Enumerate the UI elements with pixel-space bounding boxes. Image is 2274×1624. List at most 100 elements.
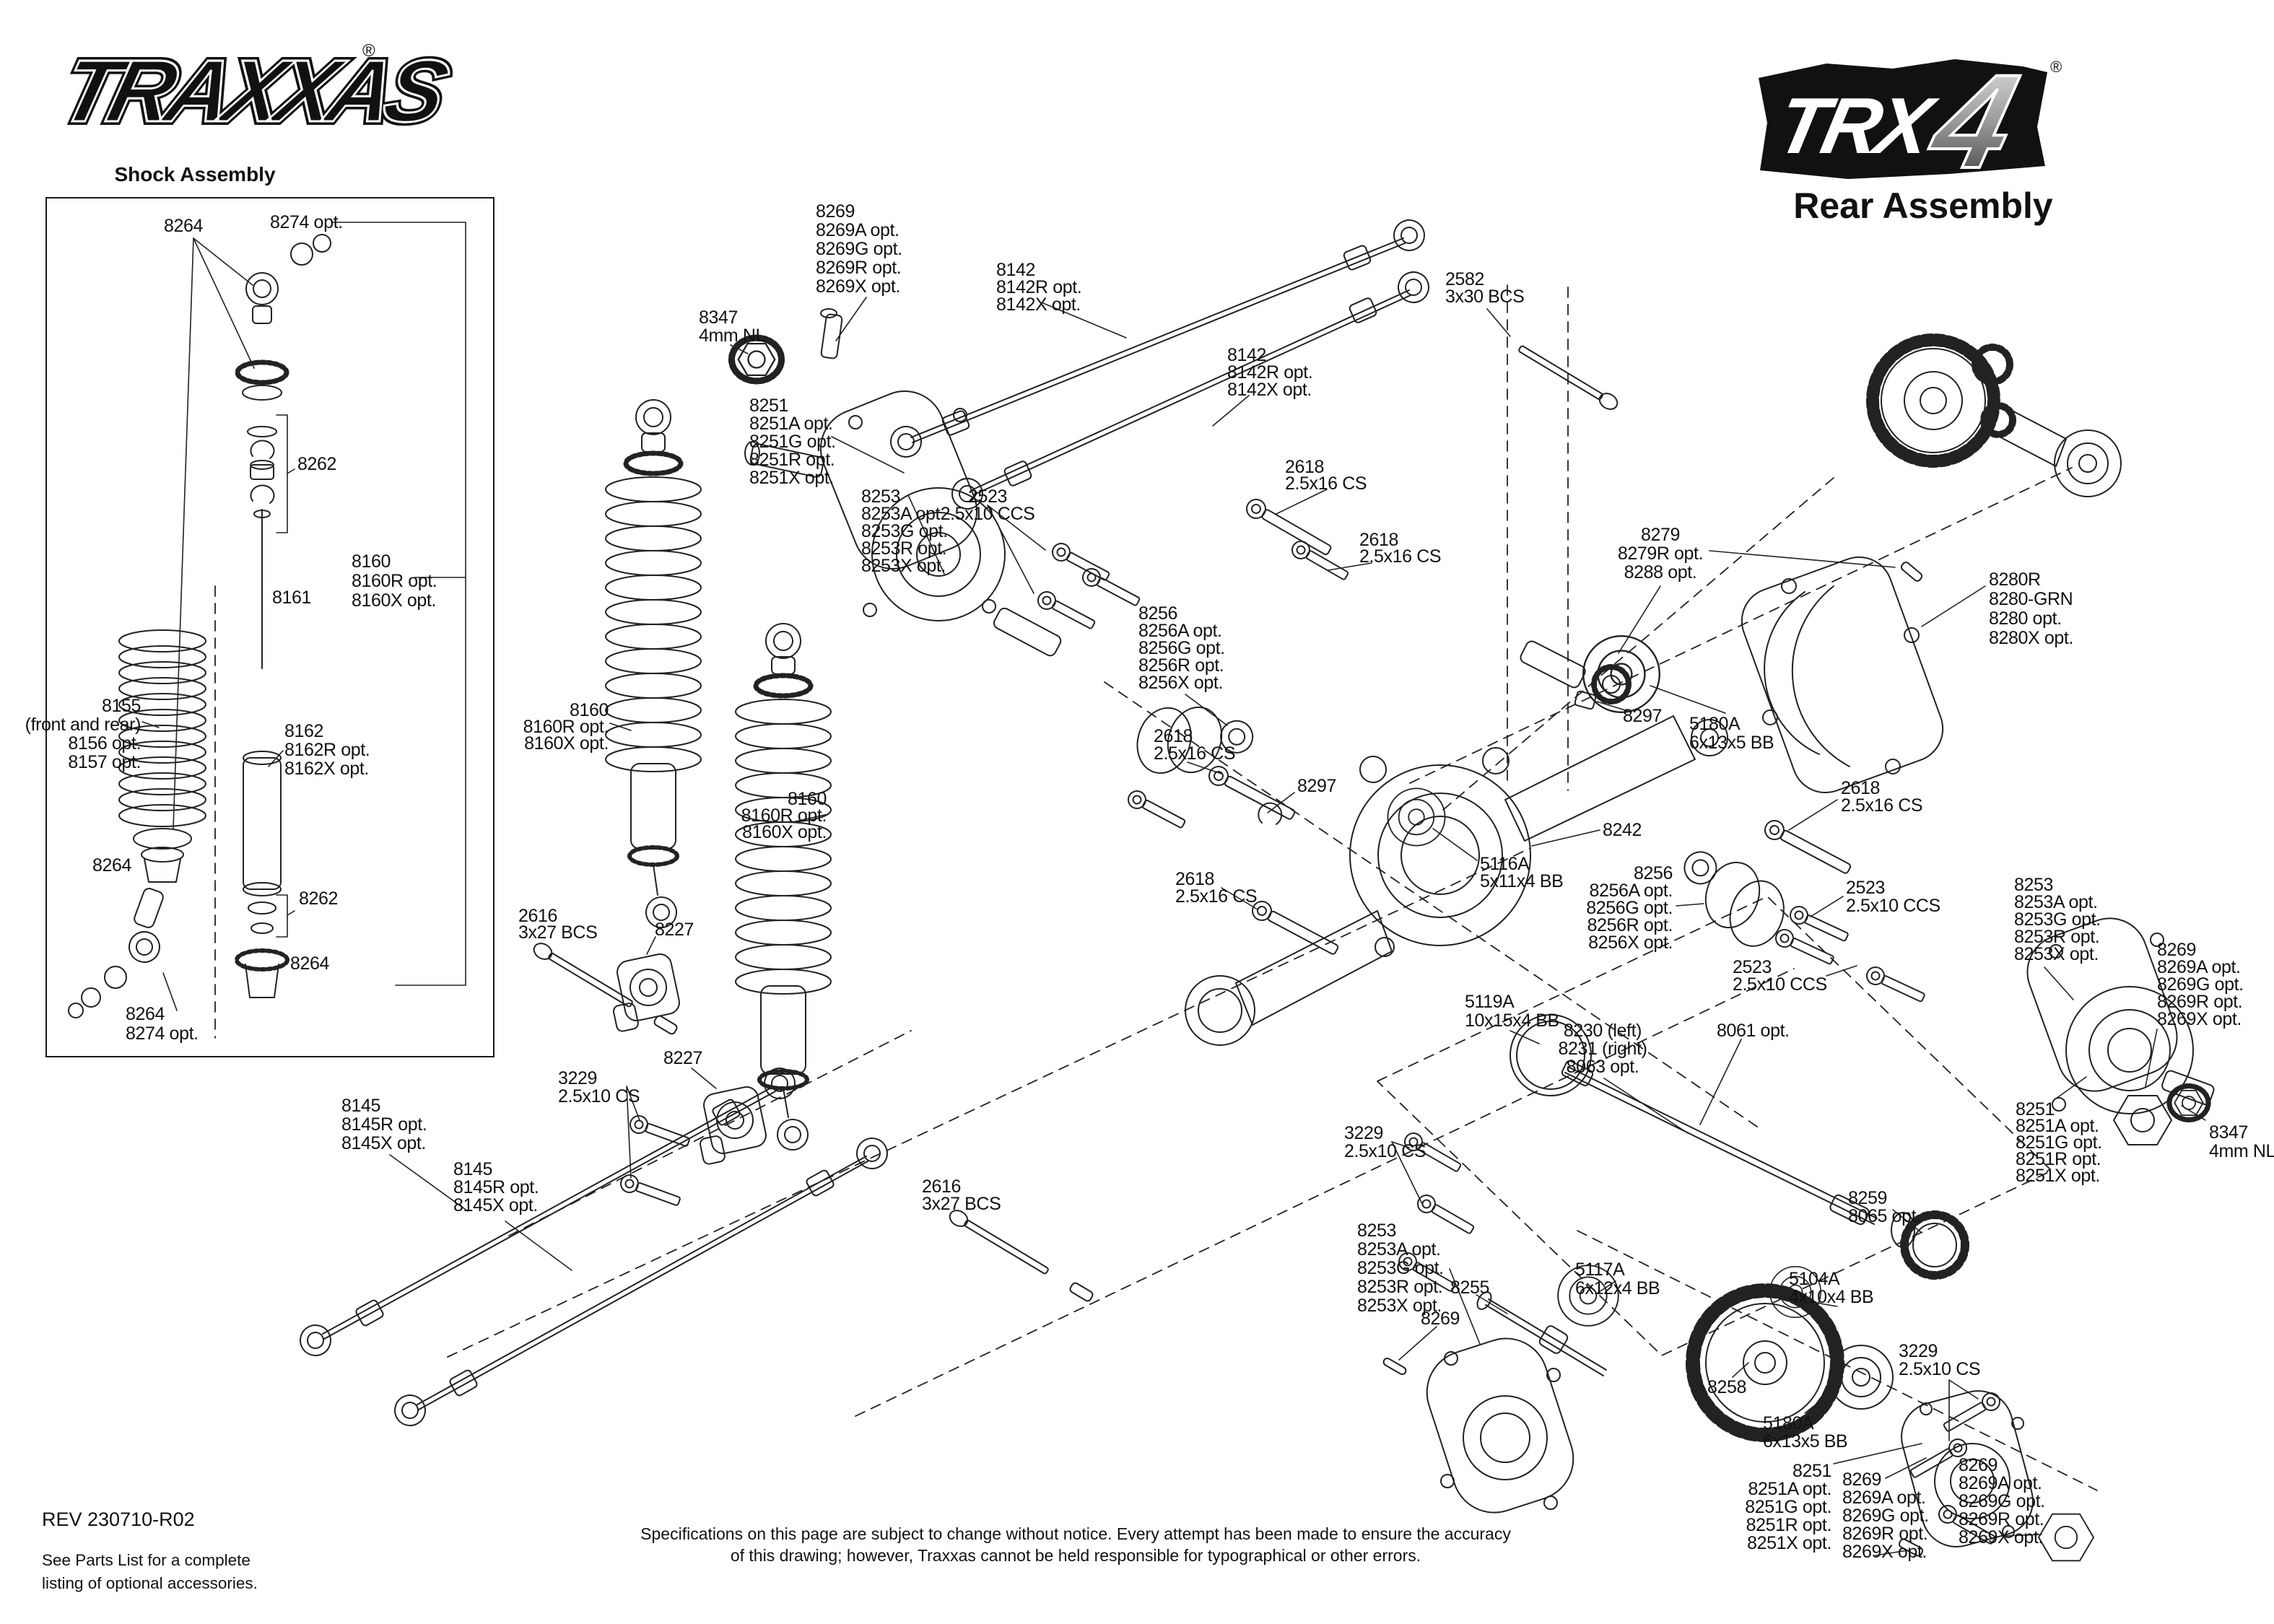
diff-cover-drawing [1741, 556, 1944, 794]
screws [530, 341, 2004, 1483]
svg-text:TRX: TRX [1769, 81, 1944, 170]
portal-gearbox-left [744, 390, 1062, 657]
ring-gear-drawing [1866, 333, 2122, 497]
svg-text:TRAXXAS: TRAXXAS [51, 43, 457, 141]
part-label: 8264 [290, 953, 330, 974]
revision-code: REV 230710-R02 [42, 1509, 195, 1530]
trx4-logo: TRX 4 ® Rear Assembly [1759, 45, 2062, 226]
pin-8269 [1382, 1358, 1407, 1375]
rear-assembly-title: Rear Assembly [1793, 185, 2053, 226]
shock-left-drawing [605, 399, 702, 932]
output-shaft-8255 [1476, 1291, 1607, 1376]
part-label: 8061 opt. [1717, 1021, 1790, 1041]
part-label: 8297 [1623, 706, 1663, 726]
shock-exploded-drawing [68, 234, 331, 1018]
traxxas-logo: TRAXXAS TRAXXAS ® [48, 39, 461, 144]
shock-assembly-box [45, 197, 495, 1057]
shock-assembly-title: Shock Assembly [114, 163, 276, 185]
leader-lines [141, 222, 2206, 1556]
part-label: 8155(front and rear)8156 opt.8157 opt. [25, 696, 141, 772]
svg-text:TRAXXAS: TRAXXAS [51, 43, 457, 141]
part-label: 8269 [1421, 1309, 1460, 1329]
part-label: 8262 [299, 889, 339, 909]
part-label: 8227 [663, 1048, 703, 1068]
part-label: 8230 (left)8231 (right)8063 opt. [1558, 1021, 1647, 1077]
part-label: 8264 [92, 855, 132, 876]
shock-mount-bracket [699, 1086, 767, 1165]
part-label: 8274 opt. [270, 212, 343, 232]
pin-8288 [1900, 562, 1923, 582]
e-clip-8297 [1258, 802, 1283, 825]
part-label: 8258 [1707, 1377, 1747, 1397]
shock-right-drawing [735, 623, 832, 1154]
construction-lines [214, 284, 2098, 1491]
part-label: 8264 [164, 216, 204, 236]
parts-list-note: See Parts List for a complete listing of… [42, 1551, 258, 1592]
disclaimer-text: Specifications on this page are subject … [640, 1524, 1511, 1566]
part-label: 8242 [1603, 820, 1642, 840]
registered-mark: ® [362, 41, 375, 61]
part-label: 8161 [272, 588, 312, 608]
link-rods-drawing [294, 1062, 894, 1432]
axle-shaft-drawing [1510, 1014, 1878, 1226]
pin [1898, 1538, 1924, 1557]
axle-housing-drawing [1185, 715, 1728, 1046]
portal-gearbox-right [2026, 917, 2215, 1114]
part-label: 8227 [655, 920, 694, 940]
bushing-8297 [1574, 690, 1597, 710]
shock-mount-bracket [612, 953, 680, 1032]
grub-screw-8269 [820, 308, 843, 359]
part-label: 8297 [1297, 776, 1337, 796]
idler-gear-8258 [1686, 1283, 1844, 1442]
tie-rods-drawing [885, 214, 1434, 515]
registered-mark: ® [2050, 58, 2062, 76]
cover-plate-bottom-left [1426, 1337, 1574, 1514]
cover-plate-bottom-right [1901, 1390, 2034, 1547]
pinion-gear-8259 [1891, 1210, 1969, 1280]
